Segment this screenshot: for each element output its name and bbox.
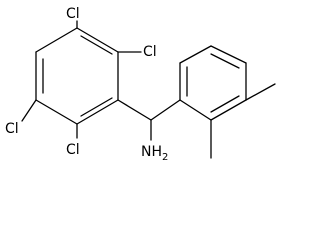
amine-label-main: NH — [141, 144, 162, 160]
bond-ch-to-ring — [150, 99, 181, 121]
bond — [76, 99, 119, 125]
bond — [210, 45, 247, 64]
double-bond-inner — [80, 35, 113, 55]
structure-diagram: Cl Cl Cl Cl NH2 — [5, 6, 276, 163]
atom-label-cl: Cl — [5, 121, 19, 137]
double-bond-inner — [80, 97, 113, 117]
molecule-drawing: Cl Cl Cl Cl NH2 — [5, 6, 276, 163]
double-bond-inner — [210, 95, 240, 113]
bond — [210, 99, 247, 121]
atom-label-cl: Cl — [66, 6, 80, 22]
tetrachlorophenyl-ring — [35, 27, 119, 125]
bond — [76, 27, 119, 53]
methyl-bond-meta — [245, 83, 276, 101]
bond — [35, 27, 78, 53]
bond — [179, 45, 212, 64]
atom-label-cl: Cl — [66, 142, 80, 158]
bond — [35, 99, 78, 125]
dimethylphenyl-ring — [179, 45, 247, 121]
bond-ring-to-ch — [117, 99, 152, 121]
bond-cl-left — [21, 99, 37, 122]
amine-label-subscript: 2 — [162, 152, 168, 163]
atom-label-cl: Cl — [143, 44, 157, 60]
bond — [179, 99, 212, 121]
atom-label-amine: NH2 — [141, 144, 168, 163]
double-bond-inner — [210, 53, 240, 69]
